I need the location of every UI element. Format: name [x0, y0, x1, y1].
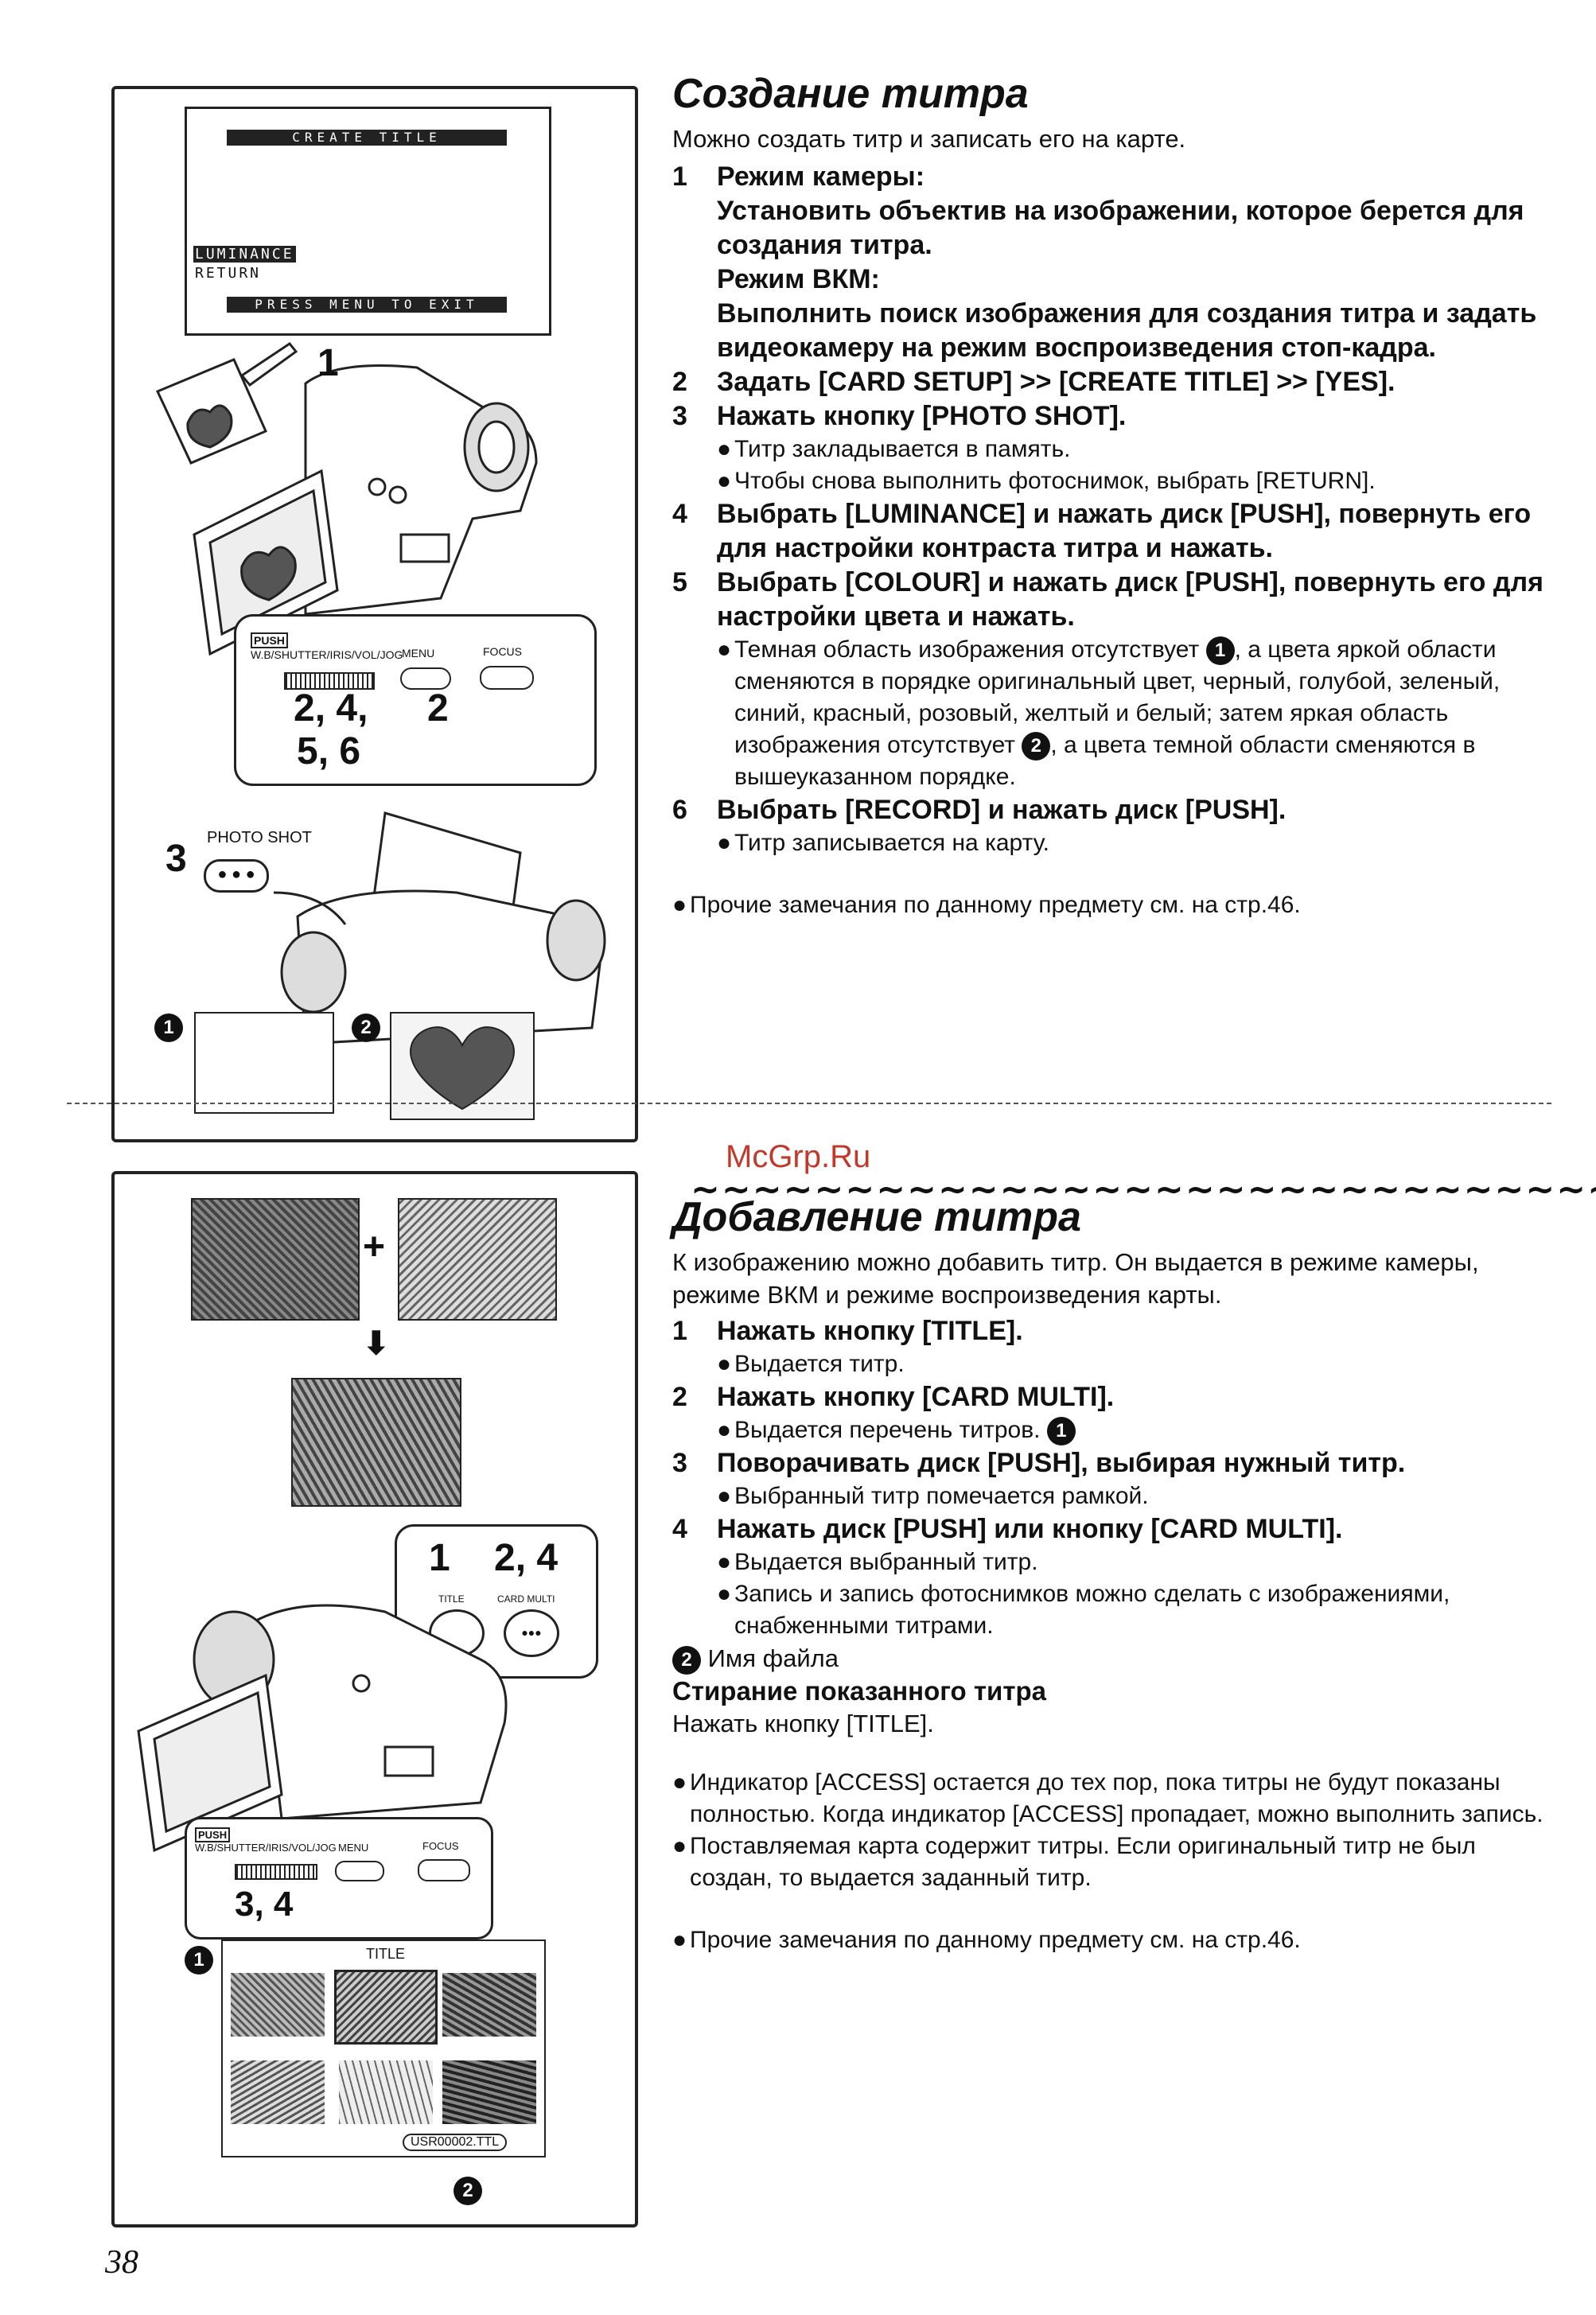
inline-marker-1: 1 [1205, 636, 1235, 666]
step1: 1 Режим камеры: Установить объектив на и… [672, 161, 1537, 363]
focus-button-label: FOCUS [483, 645, 522, 658]
photo-shot-button[interactable]: ● ● ● [204, 859, 269, 893]
s2-footer-note: ●Прочие замечания по данному предмету см… [672, 1927, 1301, 1953]
fig2-label-34: 3, 4 [235, 1885, 294, 1924]
s2-note1: ●Индикатор [ACCESS] остается до тех пор,… [672, 1769, 1543, 1827]
section-separator [67, 1103, 1551, 1104]
title-overlay-image [398, 1198, 557, 1321]
section1-intro: Можно создать титр и записать его на кар… [672, 125, 1186, 153]
watermark: McGrp.Ru [726, 1139, 871, 1174]
menu-button-label: MENU [402, 647, 435, 659]
erase-text: Нажать кнопку [TITLE]. [672, 1710, 934, 1737]
result-image-blank [194, 1012, 334, 1114]
result-marker-2: 2 [352, 1014, 380, 1042]
page-number: 38 [105, 2244, 138, 2281]
photo-shot-label: PHOTO SHOT [207, 829, 312, 846]
thumb-5[interactable] [339, 2060, 433, 2124]
push-label: PUSH [251, 632, 288, 648]
section-add-title: Добавление титра К изображению можно доб… [672, 1193, 1555, 1956]
fig1-label-2: 2 [427, 687, 449, 730]
dial-caption: W.B/SHUTTER/IRIS/VOL/JOG [251, 648, 403, 661]
camcorder-illustration: 1 [155, 341, 538, 656]
erase-heading: Стирание показанного титра [672, 1676, 1046, 1706]
menu-title-bar: CREATE TITLE [227, 130, 507, 146]
step3-note1: ●Титр закладывается в память. [717, 436, 1071, 462]
screen-menu: CREATE TITLE LUMINANCE RETURN PRESS MENU… [185, 107, 551, 336]
s2-step4-note2: ●Запись и запись фотоснимков можно сдела… [717, 1581, 1450, 1639]
section-create-title: Создание титра Можно создать титр и запи… [672, 70, 1555, 921]
file-name-label: USR00002.TTL [403, 2134, 508, 2151]
s2-step1-note: ●Выдается титр. [717, 1351, 905, 1377]
file-name-caption: 2 Имя файла [672, 1642, 1555, 1675]
figure-panel-add-title: + ⬇ 1 2, 4 TITLE CARD MULTI ●●● PUSH W.B… [111, 1171, 638, 2227]
fig1-label-1: 1 [317, 342, 339, 384]
step6-note1: ●Титр записывается на карту. [717, 830, 1049, 856]
thumb-2[interactable] [334, 1970, 438, 2045]
tilde-divider: ~~~~~~~~~~~~~~~~~~~~~~~~~~~~~~ [691, 1169, 1596, 1210]
focus-button[interactable] [480, 666, 534, 690]
fig2-label-24: 2, 4 [494, 1537, 559, 1579]
figure-panel-create-title: CREATE TITLE LUMINANCE RETURN PRESS MENU… [111, 86, 638, 1142]
card-multi-button-label: CARD MULTI [497, 1593, 555, 1605]
result-image-heart [390, 1012, 535, 1120]
control-panel-callout: PUSH W.B/SHUTTER/IRIS/VOL/JOG MENU FOCUS… [234, 614, 597, 786]
focus-button-2[interactable] [418, 1859, 470, 1881]
section2-intro: К изображению можно добавить титр. Он вы… [672, 1248, 1479, 1309]
result-marker-1: 1 [154, 1014, 183, 1042]
menu-button-label-2: MENU [338, 1842, 369, 1854]
fig1-label-246: 2, 4, [294, 687, 368, 730]
step3-note2: ●Чтобы снова выполнить фотоснимок, выбра… [717, 468, 1376, 494]
fig2-label-1: 1 [429, 1537, 450, 1579]
thumb-6[interactable] [442, 2060, 536, 2124]
source-photo [191, 1198, 360, 1321]
fig1-label-56: 5, 6 [297, 730, 361, 772]
thumb-1[interactable] [231, 1973, 325, 2037]
camcorder-illustration-2 [273, 811, 606, 1045]
menu-button-2[interactable] [335, 1861, 384, 1881]
title-list-screen: TITLE USR00002.TTL [221, 1940, 546, 2157]
inline-marker-2: 2 [1022, 732, 1051, 761]
section1-footer-note: ●Прочие замечания по данному предмету см… [672, 892, 1301, 918]
s2-step3-note: ●Выбранный титр помечается рамкой. [717, 1483, 1149, 1509]
s2-note2: ●Поставляемая карта содержит титры. Если… [672, 1833, 1476, 1891]
combined-image [291, 1378, 461, 1507]
push-dial-2[interactable] [235, 1864, 317, 1880]
fig1-label-3: 3 [165, 838, 187, 880]
down-arrow: ⬇ [363, 1326, 390, 1361]
push-label-2: PUSH [195, 1827, 231, 1842]
marker-1-fig2: 1 [185, 1946, 213, 1975]
step5-note1: ●Темная область изображения отсутствует … [717, 636, 1501, 790]
focus-button-label-2: FOCUS [422, 1840, 459, 1852]
dial-caption-2: W.B/SHUTTER/IRIS/VOL/JOG [195, 1842, 337, 1854]
title-list-heading: TITLE [366, 1946, 406, 1962]
section2-heading: Добавление титра [672, 1194, 1081, 1240]
push-dial[interactable] [284, 672, 375, 690]
menu-item-return: RETURN [195, 265, 262, 282]
s2-step4-note1: ●Выдается выбранный титр. [717, 1549, 1038, 1575]
camcorder-illustration-3 [137, 1604, 508, 1853]
title-button-label: TITLE [438, 1593, 465, 1605]
card-multi-button[interactable]: ●●● [504, 1609, 559, 1657]
plus-sign: + [363, 1226, 386, 1268]
thumb-3[interactable] [442, 1973, 536, 2037]
s2-step2-note: ●Выдается перечень титров. 1 [672, 1414, 1555, 1446]
marker-2-fig2: 2 [453, 2177, 482, 2205]
menu-exit-bar: PRESS MENU TO EXIT [227, 297, 507, 313]
s2-inline-marker-1: 1 [1046, 1417, 1076, 1446]
title-button-callout: 1 2, 4 TITLE CARD MULTI ●●● [395, 1524, 598, 1679]
menu-button[interactable] [400, 667, 451, 690]
control-panel-callout-2: PUSH W.B/SHUTTER/IRIS/VOL/JOG MENU FOCUS… [185, 1817, 493, 1940]
thumb-4[interactable] [231, 2060, 325, 2124]
section1-heading: Создание титра [672, 71, 1029, 117]
menu-item-luminance: LUMINANCE [193, 246, 296, 263]
